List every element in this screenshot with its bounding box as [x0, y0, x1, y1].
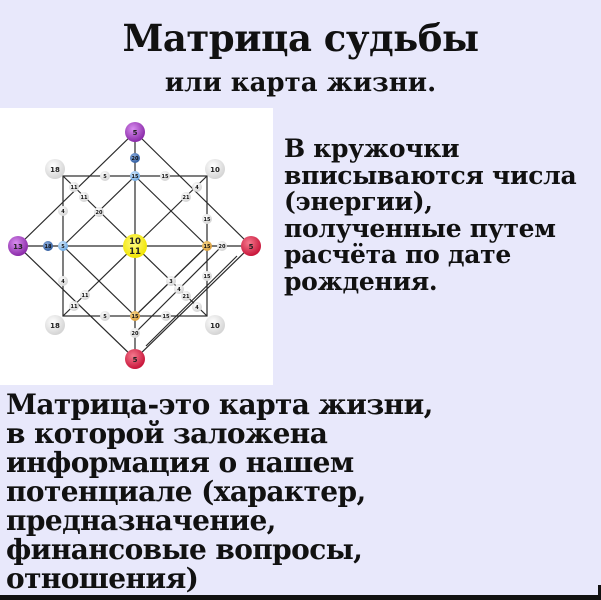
side-line: (энергии),: [284, 187, 433, 216]
node-top-right: 10: [205, 159, 225, 179]
bottom-line: Матрица-это карта жизни,: [6, 388, 433, 421]
small-nodes: 5 15 4 11 11 20 4 21 15 4 11 11: [58, 171, 212, 321]
page-title: Матрица судьбы: [122, 16, 479, 60]
side-line: вписываются числа: [284, 160, 577, 190]
svg-text:18: 18: [45, 244, 52, 250]
corner-border: [598, 585, 601, 600]
svg-text:18: 18: [50, 322, 60, 330]
bottom-line: предназначение,: [6, 504, 276, 537]
svg-text:20: 20: [96, 210, 103, 216]
svg-text:4: 4: [177, 287, 181, 293]
node-bottom: 5: [125, 349, 145, 369]
svg-text:10: 10: [210, 166, 220, 174]
node-center: 10 11: [123, 234, 147, 258]
node-top-left: 18: [45, 159, 65, 179]
svg-text:5: 5: [61, 244, 65, 250]
svg-text:5: 5: [133, 129, 138, 137]
node-bottom-right: 10: [205, 315, 225, 335]
svg-text:4: 4: [61, 279, 65, 285]
side-line: В кружочки: [284, 134, 460, 163]
svg-text:15: 15: [132, 314, 139, 320]
svg-text:20: 20: [132, 156, 139, 162]
svg-text:11: 11: [82, 293, 89, 299]
bottom-border: [0, 595, 601, 600]
bottom-line: информация о нашем: [6, 446, 354, 479]
svg-text:21: 21: [183, 195, 190, 201]
svg-text:4: 4: [195, 305, 199, 311]
bottom-line: потенциале (характер,: [6, 475, 366, 508]
svg-text:15: 15: [204, 217, 211, 223]
svg-text:15: 15: [204, 274, 211, 280]
node-left-dark: 18: [43, 241, 53, 251]
svg-text:15: 15: [163, 314, 170, 320]
svg-text:15: 15: [204, 244, 211, 250]
svg-text:20: 20: [132, 331, 139, 337]
node-top-light: 15: [130, 171, 140, 181]
side-line: расчёта по дате: [284, 240, 511, 269]
node-right-small: 20: [217, 241, 227, 251]
svg-text:15: 15: [162, 174, 169, 180]
svg-text:18: 18: [50, 166, 60, 174]
node-bottom-left: 18: [45, 315, 65, 335]
bottom-line: отношения): [6, 562, 199, 595]
svg-text:11: 11: [81, 195, 88, 201]
side-line: рождения.: [284, 266, 438, 296]
node-right: 5: [241, 236, 261, 256]
svg-text:21: 21: [183, 294, 190, 300]
svg-text:11: 11: [129, 247, 141, 257]
svg-text:10: 10: [210, 322, 220, 330]
page-subtitle: или карта жизни.: [164, 68, 437, 98]
bottom-line: в которой заложена: [6, 417, 328, 450]
node-left-light: 5: [58, 241, 68, 251]
svg-text:15: 15: [132, 174, 139, 180]
svg-text:20: 20: [219, 244, 226, 250]
matrix-svg: 5 13 5 5 18 10 18 10: [8, 122, 261, 369]
node-top: 5: [125, 122, 145, 142]
node-right-gold: 15: [202, 241, 212, 251]
svg-text:13: 13: [13, 243, 23, 251]
node-bottom-small: 20: [130, 328, 140, 338]
svg-text:11: 11: [71, 304, 78, 310]
svg-text:5: 5: [133, 356, 138, 364]
description-bottom: Матрица-это карта жизни, в которой залож…: [6, 390, 596, 593]
side-line: полученные путем: [284, 213, 556, 243]
node-bottom-gold: 15: [130, 311, 140, 321]
svg-text:3: 3: [169, 279, 173, 285]
svg-text:5: 5: [103, 174, 107, 180]
svg-text:11: 11: [71, 185, 78, 191]
svg-text:10: 10: [129, 237, 141, 247]
svg-text:4: 4: [61, 209, 65, 215]
svg-text:5: 5: [249, 243, 254, 251]
svg-text:4: 4: [195, 185, 199, 191]
bottom-line: финансовые вопросы,: [6, 533, 363, 566]
svg-text:5: 5: [103, 314, 107, 320]
node-top-dark: 20: [130, 153, 140, 163]
node-left: 13: [8, 236, 28, 256]
description-side: В кружочки вписываются числа (энергии), …: [284, 134, 601, 296]
destiny-matrix-diagram: 5 13 5 5 18 10 18 10: [0, 108, 273, 385]
